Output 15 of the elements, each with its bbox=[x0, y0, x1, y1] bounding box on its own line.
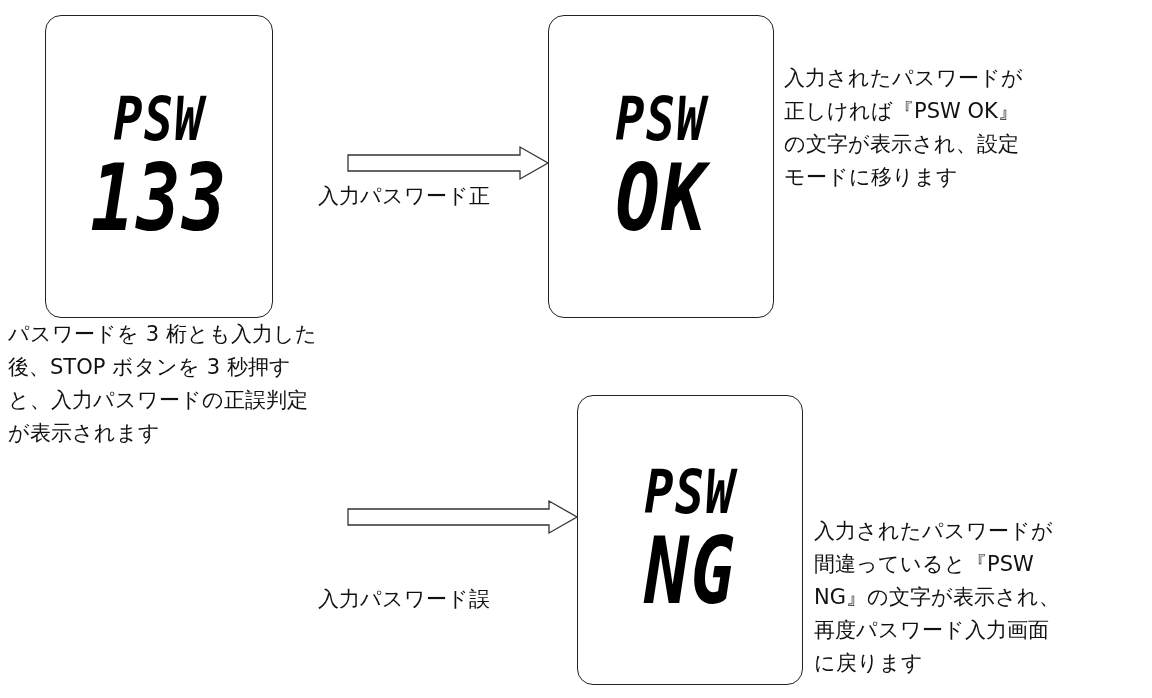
segment-readout: PSW bbox=[113, 88, 205, 149]
segment-readout: NG bbox=[644, 526, 736, 618]
edge-label: 入力パスワード誤 bbox=[318, 585, 490, 613]
description-text: 入力されたパスワードが間違っていると『PSW NG』の文字が表示され、再度パスワード入力画面に戻ります bbox=[814, 518, 1061, 677]
segment-readout: PSW bbox=[644, 462, 736, 522]
block-arrow bbox=[347, 499, 579, 535]
description-text: 入力されたパスワードが正しければ『PSW OK』の文字が表示され、設定モードに移ります bbox=[784, 65, 1024, 191]
description-text: パスワードを 3 桁とも入力した後、STOP ボタンを 3 秒押すと、入力パスワードの正誤判定が表示されます bbox=[8, 321, 318, 447]
segment-readout: 133 bbox=[90, 152, 228, 245]
segment-readout: PSW bbox=[615, 88, 707, 149]
block-arrow bbox=[347, 145, 550, 181]
display-panel bbox=[45, 15, 273, 318]
edge-label: 入力パスワード正 bbox=[318, 182, 490, 210]
display-panel bbox=[548, 15, 774, 318]
display-panel bbox=[577, 395, 803, 685]
